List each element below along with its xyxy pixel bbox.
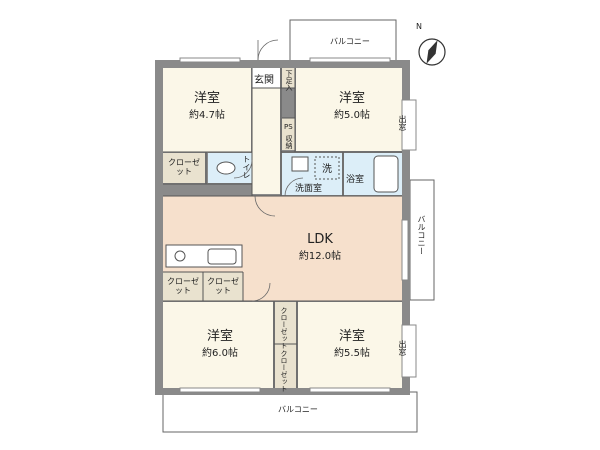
hall-floor (252, 88, 280, 194)
washer-icon (314, 156, 340, 180)
bathtub-icon (373, 155, 399, 193)
room-western-se (298, 302, 402, 388)
ps-storage (282, 118, 295, 150)
toilet-label: トイレ (242, 155, 251, 179)
room-ldk-label: LDK 約12.0帖 (299, 231, 341, 265)
room-area: 約5.5帖 (334, 348, 370, 359)
storage-label: 収納 (285, 135, 293, 149)
room-western-ne (296, 68, 402, 151)
shoe-storage-label: 下足入 (285, 70, 293, 91)
compass-letter: N (416, 22, 422, 31)
room-western-nw (163, 68, 251, 152)
balcony-right-label: バルコニー (417, 215, 426, 255)
window-ne (309, 57, 391, 63)
window-nw (179, 57, 241, 63)
window-sw (179, 387, 261, 393)
wash-label: 洗 (322, 164, 332, 175)
shoe-storage (282, 68, 295, 88)
room-name: LDK (307, 232, 333, 247)
washbasin-icon (291, 156, 309, 172)
window-ldk (401, 219, 409, 281)
stove-icon (174, 250, 186, 262)
closet-nw-label: クローゼット (168, 158, 200, 176)
closet-ldk-2-label: クローゼット (207, 277, 239, 295)
balcony-bottom-label: バルコニー (278, 405, 318, 414)
door-entrance (257, 39, 279, 61)
closet-s-1-label: クローゼット (280, 307, 288, 349)
sink-icon (207, 248, 237, 265)
balcony-top-label: バルコニー (330, 37, 370, 46)
closet-south (275, 302, 296, 388)
bay-window-bottom (401, 324, 417, 378)
toilet-icon (216, 161, 236, 175)
bay-window-bottom-label: 出窓 (398, 340, 407, 356)
room-western-se-label: 洋室 約5.5帖 (334, 328, 370, 362)
bay-window-top (401, 99, 417, 151)
closet-nw (163, 153, 205, 183)
door-washroom (284, 177, 304, 197)
washroom-label: 洗面室 (295, 184, 323, 194)
room-western-nw-label: 洋室 約4.7帖 (189, 90, 225, 124)
room-name: 洋室 (338, 329, 365, 344)
room-western-ne-label: 洋室 約5.0帖 (334, 90, 370, 124)
compass-icon (418, 38, 446, 66)
room-area: 約5.0帖 (334, 110, 370, 121)
room-area: 約12.0帖 (298, 251, 342, 262)
room-name: 洋室 (193, 91, 220, 106)
closet-s-2-label: クローゼット (280, 350, 288, 392)
room-name: 洋室 (338, 91, 365, 106)
door-ldk (254, 195, 276, 217)
door-toilet (233, 159, 253, 179)
closet-ldk-1-label: クローゼット (167, 277, 199, 295)
room-western-sw-label: 洋室 約6.0帖 (202, 328, 238, 362)
room-name: 洋室 (206, 329, 233, 344)
door-sw (251, 282, 271, 302)
room-area: 約4.7帖 (189, 110, 225, 121)
window-se (309, 387, 391, 393)
bathroom-label: 浴室 (346, 175, 365, 185)
balcony-right (409, 179, 435, 301)
entrance-label: 玄関 (254, 75, 274, 86)
bay-window-top-label: 出窓 (398, 115, 407, 131)
kitchen-counter (165, 244, 243, 268)
room-western-sw (163, 302, 273, 388)
entrance-floor (252, 68, 280, 88)
ps-label: PS (284, 123, 293, 131)
room-area: 約6.0帖 (202, 348, 238, 359)
